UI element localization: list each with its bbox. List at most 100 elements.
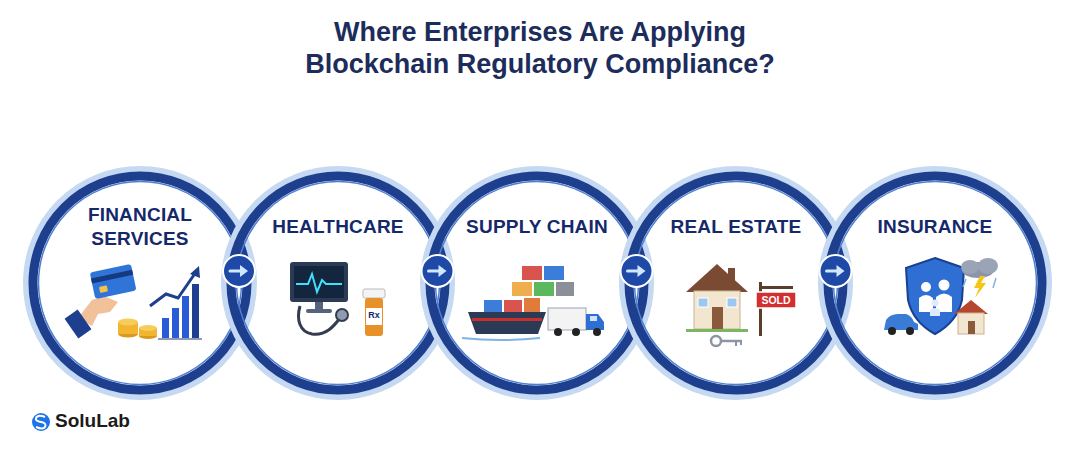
healthcare-illustration-part <box>315 302 323 310</box>
arrow-badge <box>422 255 454 287</box>
supply-chain-illustration-part <box>554 328 562 336</box>
real-estate-illustration-part <box>740 341 742 345</box>
supply-chain-illustration-part <box>593 328 601 336</box>
arrow-head <box>240 265 248 277</box>
healthcare-illustration-part <box>294 266 344 298</box>
real-estate-illustration-part <box>711 336 721 346</box>
real-estate-illustration-part <box>735 341 737 346</box>
category-label: FINANCIAL SERVICES <box>58 203 223 251</box>
logo-mark-part <box>32 413 50 431</box>
supply-chain-illustration-part <box>512 282 532 296</box>
finance-illustration-part <box>182 296 189 338</box>
ring-glow <box>26 169 254 397</box>
real-estate-illustration-part <box>686 329 748 332</box>
category-circle: INSURANCE <box>817 165 1053 401</box>
insurance-illustration-part <box>963 279 966 287</box>
insurance-illustration-part <box>993 278 996 288</box>
flow-arrow <box>621 255 653 287</box>
supply-chain-illustration-part <box>534 282 554 296</box>
finance-illustration-part <box>190 266 200 278</box>
supply-chain-illustration-part <box>504 300 522 312</box>
label-area: HEALTHCARE <box>220 199 456 255</box>
supply-chain-illustration-part <box>524 298 540 312</box>
ring-inner <box>635 182 838 385</box>
category-label: REAL ESTATE <box>671 215 802 239</box>
ring-band <box>33 176 247 390</box>
finance-illustration-part <box>162 318 169 338</box>
insurance-illustration-part <box>932 300 939 307</box>
ring-band <box>231 176 445 390</box>
arrow-badge <box>621 255 653 287</box>
insurance-illustration-part <box>906 327 914 335</box>
real-estate-illustration-part <box>728 268 735 282</box>
supply-chain-illustration-part <box>472 318 542 321</box>
ring-inner <box>834 182 1037 385</box>
label-area: INSURANCE <box>817 199 1053 255</box>
insurance-illustration-part <box>961 260 979 274</box>
ring-glow <box>224 169 452 397</box>
healthcare-illustration-part <box>336 309 348 321</box>
finance-illustration-part <box>91 270 133 284</box>
finance-illustration-part <box>139 325 157 331</box>
supply-chain-illustration-part <box>572 328 580 336</box>
sold-sign-text: SOLD <box>756 294 796 307</box>
healthcare-illustration-part <box>290 262 348 302</box>
healthcare-illustration-part <box>363 289 385 298</box>
logo-mark-part <box>36 416 46 429</box>
ring-outline <box>817 165 1053 401</box>
real-estate-illustration-part <box>759 282 762 336</box>
insurance-illustration-part <box>884 314 918 330</box>
category-label: INSURANCE <box>878 215 993 239</box>
supply-chain-illustration-part <box>484 300 502 312</box>
logo-mark <box>32 413 50 431</box>
category-label: SUPPLY CHAIN <box>466 215 608 239</box>
brand-logo-text: SoluLab <box>55 410 130 433</box>
ring-glow <box>622 169 850 397</box>
flow-arrow <box>820 255 852 287</box>
finance-illustration-part <box>118 319 138 326</box>
real-estate-illustration-part <box>694 291 740 329</box>
real-estate-illustration-part <box>686 264 748 292</box>
label-area: FINANCIAL SERVICES <box>22 199 258 255</box>
ring-inner <box>436 182 639 385</box>
label-area: REAL ESTATE <box>618 199 854 255</box>
healthcare-illustration-part <box>306 309 332 313</box>
flow-arrow <box>422 255 454 287</box>
insurance-illustration-part <box>974 276 986 298</box>
supply-chain-illustration-part <box>544 266 564 280</box>
insurance-illustration-part <box>921 282 931 292</box>
arrow-head <box>638 265 646 277</box>
category-label: HEALTHCARE <box>272 215 403 239</box>
real-estate-illustration-part <box>712 307 723 329</box>
insurance-illustration-part <box>954 300 988 314</box>
supply-chain-illustration-part <box>522 266 542 280</box>
supply-chain-illustration-part <box>586 314 604 330</box>
insurance-illustration-part <box>978 258 998 274</box>
real-estate-illustration-part <box>756 292 796 308</box>
insurance-illustration-part <box>939 280 950 291</box>
finance-illustration-part <box>150 272 196 306</box>
arrow-head <box>439 265 447 277</box>
ring-glow <box>821 169 1049 397</box>
finance-illustration <box>65 264 202 339</box>
ring-inner <box>237 182 440 385</box>
supply-chain-illustration-part <box>462 338 540 340</box>
rx-mark: Rx <box>366 310 382 321</box>
insurance-illustration-part <box>930 308 940 316</box>
arrow-head <box>837 265 845 277</box>
real-estate-illustration <box>686 264 796 346</box>
ring-band <box>629 176 843 390</box>
real-estate-illustration-part <box>698 298 708 307</box>
supply-chain-illustration <box>462 266 604 340</box>
real-estate-illustration-part <box>759 286 793 289</box>
ring-inner <box>39 182 242 385</box>
supply-chain-illustration-part <box>556 282 574 296</box>
finance-illustration-part <box>158 338 202 340</box>
supply-chain-illustration-part <box>468 312 546 334</box>
healthcare-illustration-part <box>366 308 382 325</box>
finance-illustration-part <box>65 310 92 339</box>
finance-illustration-part <box>99 285 108 293</box>
arrow-badge <box>820 255 852 287</box>
arrow-badge <box>223 255 255 287</box>
